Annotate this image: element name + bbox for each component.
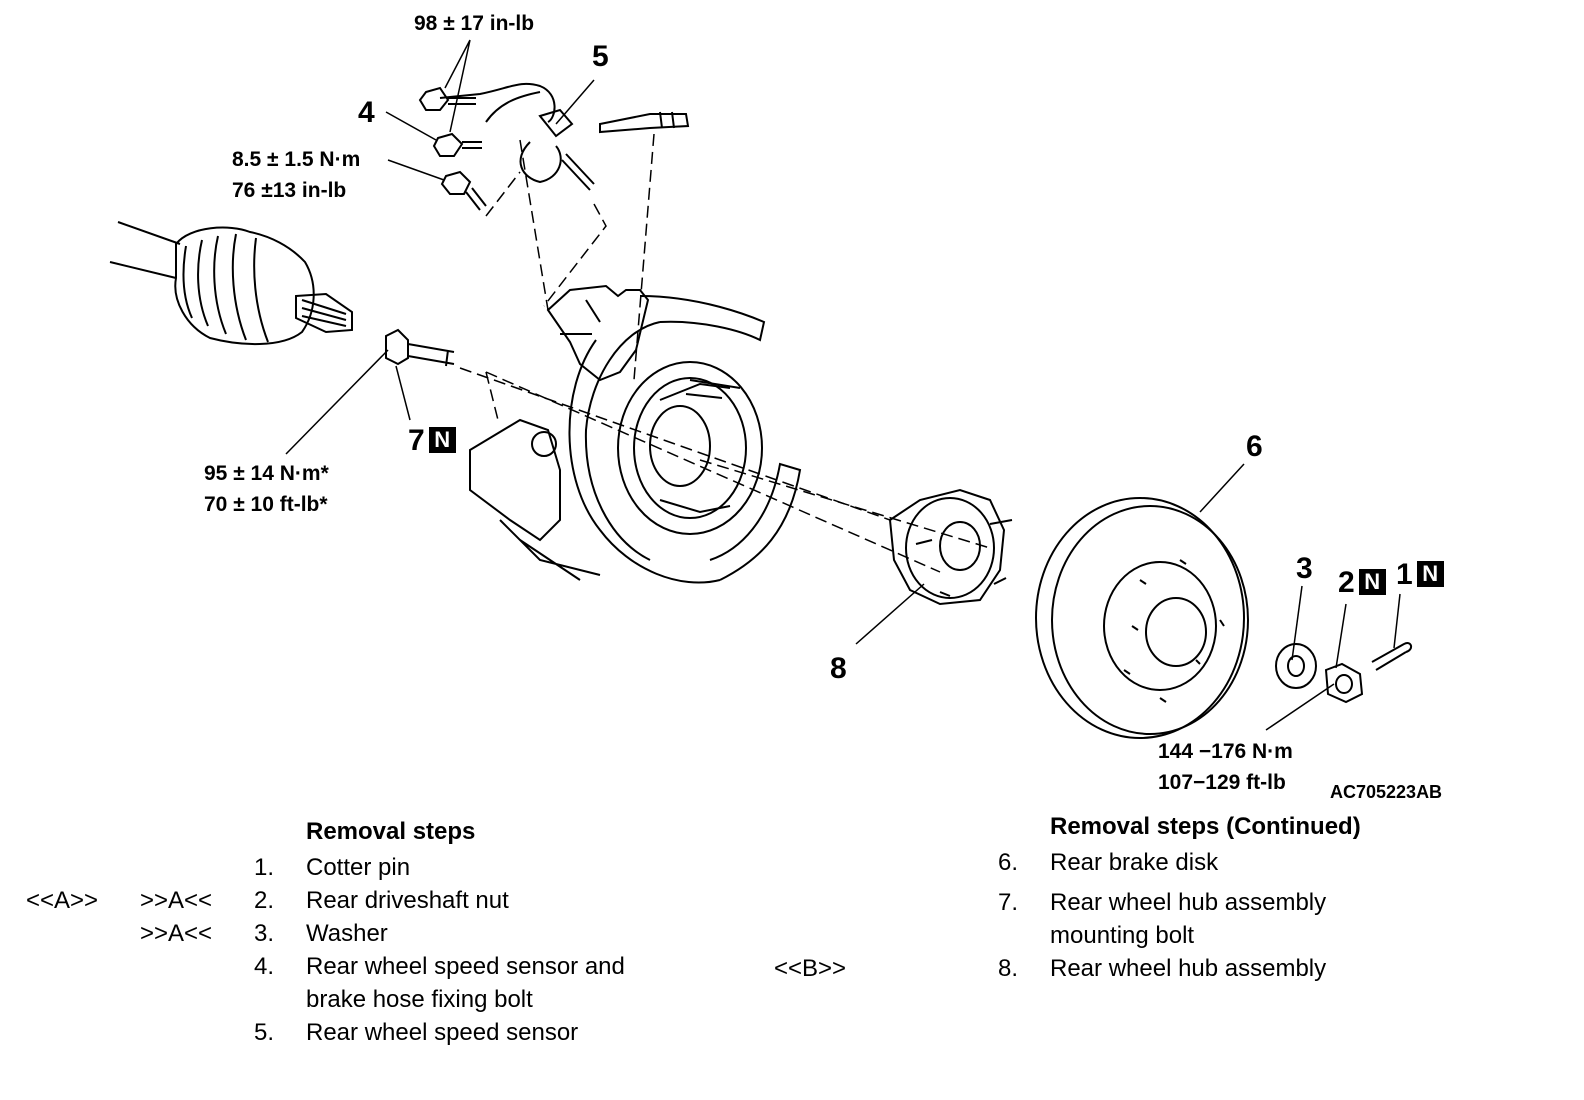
step-num-8: 8. <box>998 955 1019 982</box>
install-ref-A-washer: >>A<< <box>140 920 213 947</box>
step-num-4: 4. <box>254 953 275 980</box>
step-text-3: Washer <box>306 920 388 947</box>
step-text-4-cont: brake hose fixing bolt <box>306 986 533 1013</box>
brake-shoes <box>617 361 763 535</box>
driveshaft <box>109 221 353 345</box>
brake-hose <box>439 82 690 191</box>
figure-code: AC705223AB <box>1330 782 1443 802</box>
step-num-6: 6. <box>998 849 1019 876</box>
new-part-mark-2: N <box>1358 569 1386 595</box>
parts-drawing <box>109 39 1412 739</box>
step-text-8: Rear wheel hub assembly <box>1050 955 1327 982</box>
backing-plate <box>568 295 802 584</box>
callout-8: 8 <box>830 652 847 685</box>
torque-bolt-top: 98 ± 17 in-lb <box>414 12 535 35</box>
step-text-7: Rear wheel hub assembly <box>1050 889 1327 916</box>
leader-lines <box>285 39 1401 731</box>
new-part-mark-7: N <box>428 427 456 453</box>
torque-bolt-4-nm: 8.5 ± 1.5 N·m <box>232 148 361 171</box>
hub-assembly <box>888 488 1013 606</box>
torque-nut-2-nm: 144 −176 N·m <box>1158 740 1293 763</box>
step-text-5: Rear wheel speed sensor <box>306 1019 579 1046</box>
removal-ref-A: <<A>> <box>26 887 99 914</box>
step-text-7-cont: mounting bolt <box>1050 922 1195 949</box>
removal-steps-heading: Removal steps <box>306 818 476 845</box>
callout-4: 4 <box>358 96 375 129</box>
new-part-mark-1: N <box>1416 561 1444 587</box>
torque-bolt-4-inlb: 76 ±13 in-lb <box>232 179 347 202</box>
removal-ref-B: <<B>> <box>774 955 847 982</box>
step-num-5: 5. <box>254 1019 275 1046</box>
install-ref-A: >>A<< <box>140 887 213 914</box>
torque-bolt-7-nm: 95 ± 14 N·m* <box>204 462 329 485</box>
step-text-6: Rear brake disk <box>1050 849 1219 876</box>
callout-6: 6 <box>1246 430 1263 463</box>
callout-3: 3 <box>1296 552 1313 585</box>
step-text-1: Cotter pin <box>306 854 411 881</box>
knuckle <box>469 284 650 581</box>
alignment-lines <box>459 133 991 573</box>
mounting-bolt <box>385 328 455 367</box>
step-text-4: Rear wheel speed sensor and <box>306 953 625 980</box>
step-num-1: 1. <box>254 854 275 881</box>
brake-disk <box>1035 497 1249 739</box>
step-num-2: 2. <box>254 887 275 914</box>
torque-nut-2-ftlb: 107−129 ft-lb <box>1158 771 1286 794</box>
torque-bolt-7-ftlb: 70 ± 10 ft-lb* <box>204 493 328 516</box>
step-text-2: Rear driveshaft nut <box>306 887 509 914</box>
step-num-7: 7. <box>998 889 1019 916</box>
fixing-bolts <box>418 86 487 211</box>
step-num-3: 3. <box>254 920 275 947</box>
removal-steps-continued-heading: Removal steps (Continued) <box>1050 813 1361 840</box>
callout-5: 5 <box>592 40 609 73</box>
small-parts <box>1275 642 1412 704</box>
